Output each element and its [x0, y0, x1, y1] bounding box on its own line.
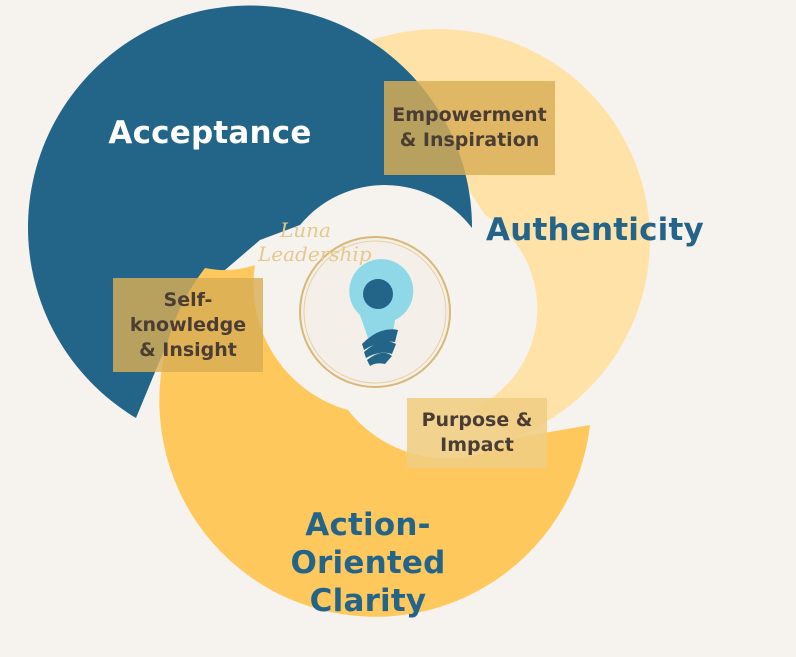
logo-ring-inner — [303, 240, 447, 384]
authenticity-label: Authenticity — [486, 212, 704, 248]
clarity-label: Action- Oriented Clarity — [268, 506, 468, 620]
self-knowledge-line-1: Self- — [163, 288, 213, 311]
logo-ring — [299, 236, 451, 388]
lightbulb-icon — [349, 259, 414, 366]
self-knowledge-box: Self- knowledge & Insight — [113, 278, 263, 372]
clarity-line-3: Clarity — [309, 583, 427, 619]
self-knowledge-line-3: & Insight — [139, 338, 237, 361]
logo-text-line-1: Luna — [280, 218, 331, 242]
self-knowledge-line-2: knowledge — [129, 313, 247, 336]
empowerment-line-2: & Inspiration — [399, 129, 540, 151]
logo-text-line-2: Leadership — [258, 242, 372, 266]
logo-text: Luna Leadership — [258, 218, 372, 266]
empowerment-line-1: Empowerment — [392, 104, 547, 126]
acceptance-label: Acceptance — [108, 115, 312, 151]
purpose-box: Purpose & Impact — [407, 398, 547, 468]
empowerment-box: Empowerment & Inspiration — [384, 81, 555, 175]
clarity-line-1: Action- — [305, 507, 431, 543]
clarity-line-2: Oriented — [290, 545, 446, 581]
purpose-line-1: Purpose & — [421, 409, 533, 431]
purpose-line-2: Impact — [440, 434, 514, 456]
clarity-circle — [159, 265, 591, 617]
